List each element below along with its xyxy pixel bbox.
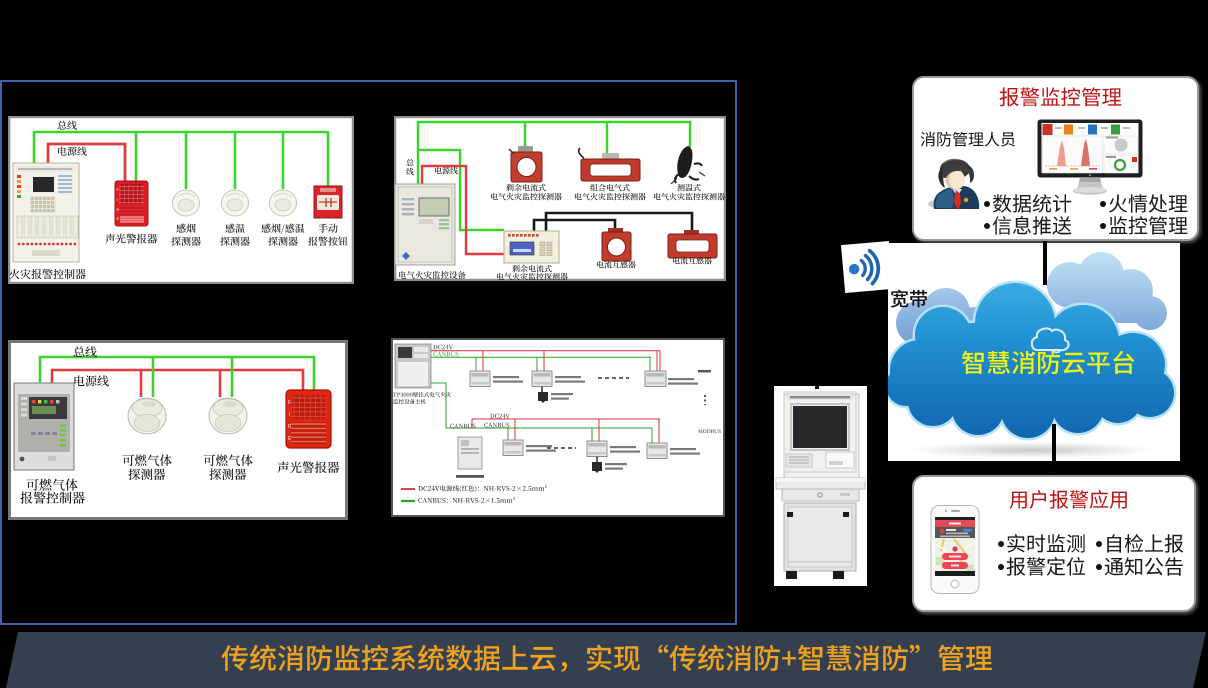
svg-text:F: F <box>288 400 291 406</box>
svg-text:R: R <box>117 207 120 212</box>
svg-text:I: I <box>289 412 290 418</box>
svg-text:I: I <box>117 197 118 202</box>
svg-text:E: E <box>288 436 292 442</box>
svg-text:R: R <box>288 424 292 430</box>
svg-text:E: E <box>117 216 120 221</box>
svg-text:F: F <box>117 187 120 192</box>
